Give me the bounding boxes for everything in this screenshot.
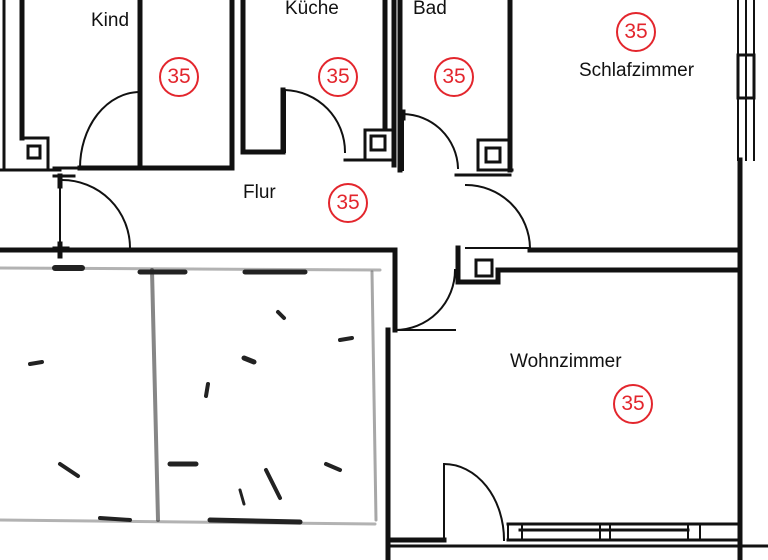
door-flur-left[interactable] — [59, 178, 132, 250]
room-label-flur: Flur — [243, 182, 276, 203]
wall-wohnzimmer — [385, 245, 743, 543]
door-bad[interactable] — [401, 112, 460, 171]
wall-outer-left — [0, 0, 62, 172]
wall-kind — [19, 0, 235, 171]
door-kind[interactable] — [78, 90, 142, 170]
marker-kueche[interactable]: 35 — [318, 57, 358, 97]
room-label-bad: Bad — [413, 0, 447, 19]
wall-kueche-corner — [343, 128, 394, 162]
door-wohnzimmer-bottom[interactable] — [442, 462, 506, 542]
door-kueche[interactable] — [283, 88, 347, 154]
marker-flur[interactable]: 35 — [328, 183, 368, 223]
marker-wohnzimmer[interactable]: 35 — [613, 384, 653, 424]
wall-kueche — [240, 0, 397, 168]
room-label-schlafzimmer: Schlafzimmer — [579, 60, 695, 81]
window-wohnzimmer — [507, 523, 701, 541]
wall-bad-corner — [454, 138, 514, 177]
room-label-kind: Kind — [91, 10, 130, 31]
column-kind — [26, 144, 42, 160]
door-wohnzimmer[interactable] — [393, 268, 457, 332]
marker-kind[interactable]: 35 — [159, 57, 199, 97]
marker-schlafzimmer[interactable]: 35 — [616, 12, 656, 52]
door-schlafzimmer[interactable] — [464, 183, 532, 250]
wall-schlafzimmer — [527, 157, 743, 560]
column-bad — [484, 146, 502, 164]
column-kueche — [369, 134, 387, 152]
window-schlafzimmer — [736, 0, 756, 161]
room-label-wohnzimmer: Wohnzimmer — [510, 351, 622, 372]
faded-floorplan-area — [0, 265, 382, 526]
room-label-kueche: Küche — [285, 0, 339, 19]
marker-bad[interactable]: 35 — [434, 57, 474, 97]
column-wohnzimmer — [474, 258, 494, 278]
wall-wohnzimmer-bottom — [386, 522, 768, 548]
